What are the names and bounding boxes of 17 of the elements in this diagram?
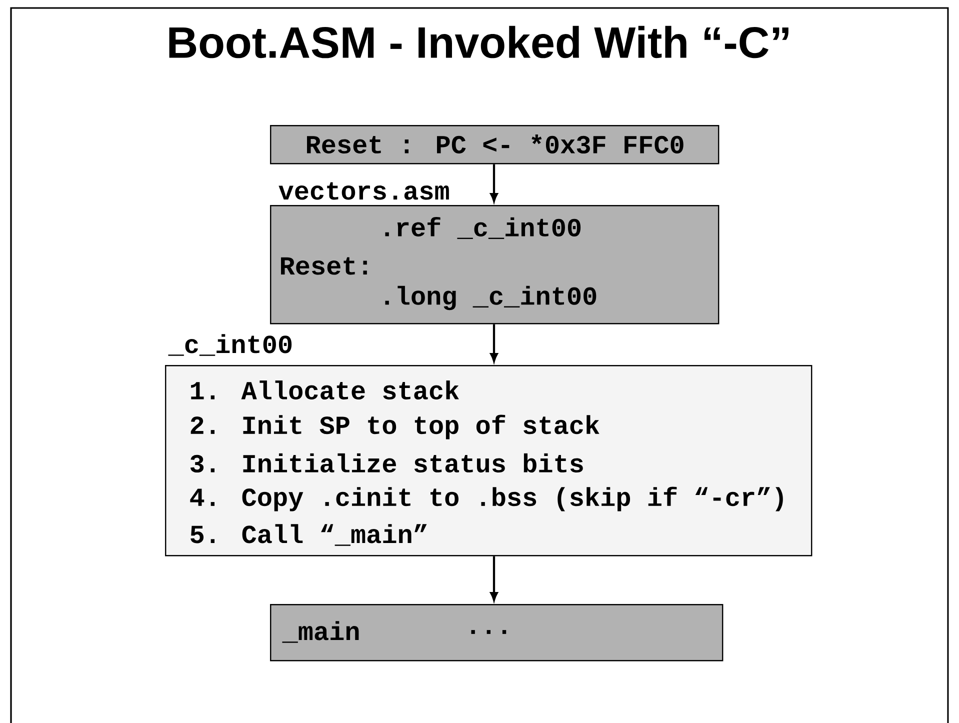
- arrow: [490, 556, 498, 601]
- list-item: 3. Initialize status bits: [190, 453, 583, 473]
- code-line: Reset : PC <- *0x3F FFC0: [307, 134, 684, 154]
- code-line: Reset:: [281, 257, 367, 275]
- arrow: [490, 164, 498, 202]
- list-item: 2. Init SP to top of stack: [190, 414, 600, 440]
- box-heading: _c_int00: [168, 334, 292, 356]
- arrow: [490, 324, 498, 362]
- code-line: ...: [471, 630, 506, 634]
- list-item: 1. Allocate stack: [191, 380, 459, 400]
- code-line: .long _c_int00: [385, 286, 596, 310]
- title: Boot.ASM - Invoked With “-C”: [169, 26, 788, 58]
- box-heading: vectors.asm: [278, 182, 449, 200]
- code-line: _main: [282, 621, 359, 643]
- code-line: .ref _c_int00: [385, 217, 581, 239]
- list-item: 5. Call “_main”: [190, 524, 427, 546]
- list-item: 4. Copy .cinit to .bss (skip if “-cr”): [190, 486, 783, 512]
